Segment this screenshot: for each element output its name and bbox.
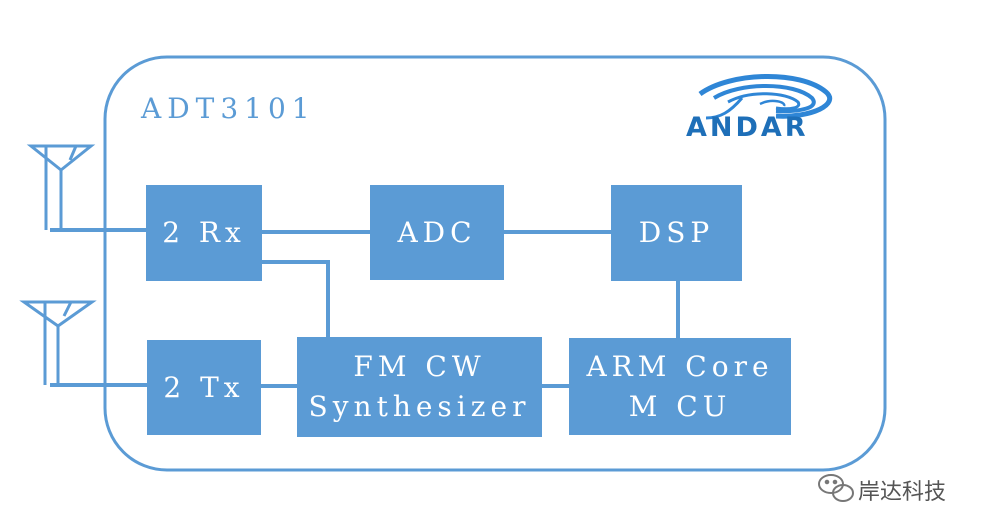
arm-label-line2: M CU [628, 389, 732, 423]
adc-label: ADC [397, 215, 477, 249]
chip-name: ADT3101 [141, 92, 316, 125]
andar-logo-text: ANDAR [686, 112, 809, 143]
dsp-block: DSP [611, 185, 742, 281]
tx-block: 2 Tx [147, 340, 261, 435]
rx-block: 2 Rx [146, 185, 262, 281]
rx-antenna-icon [26, 144, 96, 230]
synthesizer-label-line1: FM CW [353, 350, 486, 383]
synthesizer-block: FM CW Synthesizer [297, 337, 542, 437]
tx-label: 2 Tx [163, 370, 245, 404]
andar-logo-icon [698, 74, 833, 120]
arm-label-line1: ARM Core [586, 349, 774, 383]
rx-label: 2 Rx [162, 216, 246, 249]
wire-rx-synth [262, 260, 330, 337]
dsp-label: DSP [638, 216, 715, 249]
arm-mcu-block: ARM Core M CU [569, 338, 791, 435]
connections [50, 228, 680, 388]
tx-antenna-icon [19, 300, 97, 385]
adc-block: ADC [370, 185, 504, 280]
wechat-icon [818, 474, 854, 502]
watermark: 岸达科技 [816, 474, 946, 506]
chip-outline [103, 55, 887, 472]
synthesizer-label-line2: Synthesizer [308, 390, 531, 423]
watermark-text: 岸达科技 [858, 480, 947, 505]
